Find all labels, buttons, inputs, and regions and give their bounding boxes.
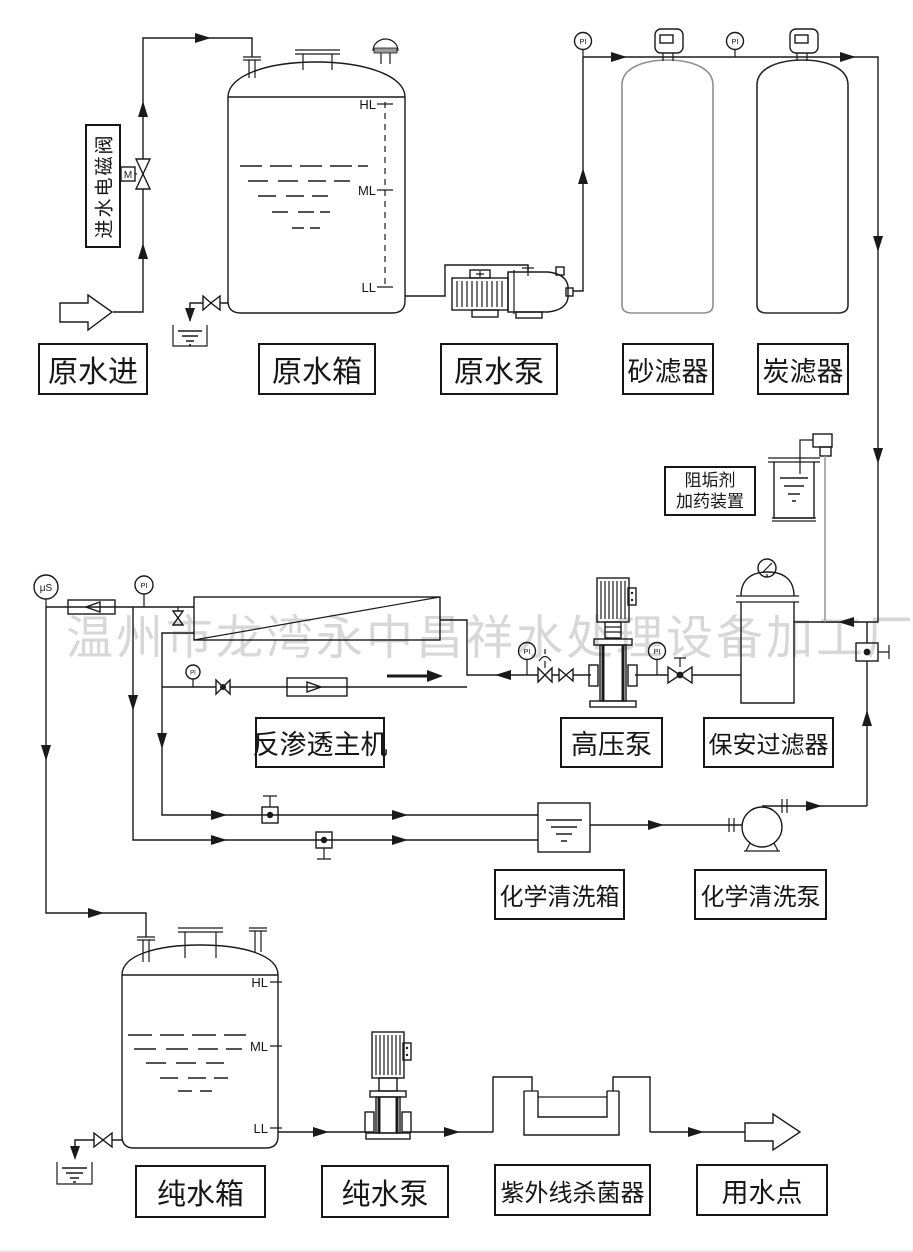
label-chemical-cleaning-pump: 化学清洗泵 bbox=[694, 869, 827, 920]
hp-discharge-valve-symbol bbox=[558, 667, 574, 683]
pure-tank-ll-mark: LL bbox=[254, 1121, 268, 1136]
flow-indicator-symbol bbox=[286, 677, 348, 697]
svg-text:PI: PI bbox=[653, 647, 660, 656]
label-security-filter: 保安过滤器 bbox=[703, 717, 834, 768]
pure-water-pump-symbol bbox=[364, 1031, 412, 1140]
label-chemical-cleaning-tank: 化学清洗箱 bbox=[494, 869, 625, 920]
flush-valve-symbol bbox=[215, 678, 231, 696]
pressure-gauge-between-filters: PI bbox=[725, 31, 745, 57]
pressure-gauge-permeate: PI bbox=[134, 575, 154, 607]
svg-text:PI: PI bbox=[731, 37, 738, 46]
antiscalant-dosing-device-symbol bbox=[768, 433, 833, 622]
raw-water-pump-symbol bbox=[451, 265, 574, 319]
label-pure-water-tank: 纯水箱 bbox=[135, 1165, 266, 1218]
chemical-cleaning-tank-symbol bbox=[537, 802, 591, 853]
water-use-point-arrow-icon bbox=[744, 1112, 802, 1152]
label-inlet-solenoid-valve: 进水电磁阀 bbox=[85, 124, 121, 248]
pure-tank-drain-valve-symbol bbox=[93, 1131, 113, 1149]
permeate-return-valve-symbol bbox=[315, 831, 333, 860]
cleaning-riser-valve-symbol bbox=[855, 642, 890, 662]
watermark-text: 温州市龙湾永中昌祥水处理设备加工厂 bbox=[66, 613, 913, 665]
label-raw-water-tank: 原水箱 bbox=[258, 343, 376, 395]
high-pressure-pump-symbol bbox=[588, 577, 638, 708]
hp-relief-valve-symbol bbox=[537, 649, 553, 684]
raw-tank-drain-cup-icon bbox=[172, 325, 208, 347]
pressure-gauge-security-outlet: PI bbox=[647, 641, 667, 675]
label-pure-water-pump: 纯水泵 bbox=[321, 1165, 449, 1218]
pressure-gauge-flush-line: PI bbox=[185, 664, 201, 687]
check-valve-symbol bbox=[67, 599, 116, 615]
conductivity-meter-symbol: μS bbox=[33, 574, 59, 607]
pure-tank-ml-mark: ML bbox=[250, 1039, 268, 1054]
label-antiscalant-doser: 阻垢剂 加药装置 bbox=[664, 466, 756, 516]
svg-text:PI: PI bbox=[579, 37, 586, 46]
pure-tank-drain-cup-icon bbox=[56, 1162, 93, 1185]
security-filter-outlet-valve-symbol bbox=[667, 657, 693, 685]
label-carbon-filter: 炭滤器 bbox=[757, 343, 849, 395]
raw-water-inlet-arrow-icon bbox=[59, 293, 114, 332]
ro-membrane-symbol bbox=[193, 596, 441, 641]
inlet-solenoid-valve-symbol: M bbox=[120, 158, 152, 190]
svg-text:PI: PI bbox=[523, 647, 530, 656]
carbon-filter-symbol bbox=[756, 28, 849, 314]
solenoid-m-label: M bbox=[124, 170, 132, 181]
label-uv-sterilizer: 紫外线杀菌器 bbox=[494, 1164, 651, 1216]
raw-tank-ml-mark: ML bbox=[358, 183, 376, 198]
raw-water-tank-symbol: HL ML LL bbox=[227, 38, 406, 314]
raw-tank-ll-mark: LL bbox=[362, 280, 376, 295]
label-high-pressure-pump: 高压泵 bbox=[560, 717, 663, 768]
pure-water-tank-symbol: HL ML LL bbox=[121, 927, 282, 1149]
label-ro-main-unit: 反渗透主机 bbox=[253, 717, 388, 768]
label-raw-water-in: 原水进 bbox=[38, 343, 148, 395]
label-raw-water-pump: 原水泵 bbox=[440, 343, 558, 395]
raw-tank-drain-valve-symbol bbox=[202, 294, 221, 312]
flow-arrows bbox=[41, 33, 883, 1160]
svg-text:PI: PI bbox=[190, 671, 196, 677]
security-filter-symbol bbox=[736, 558, 799, 704]
label-water-use-point: 用水点 bbox=[696, 1164, 828, 1216]
uv-sterilizer-symbol bbox=[492, 1076, 651, 1136]
sand-filter-symbol bbox=[621, 28, 714, 314]
pressure-gauge-pump-discharge: PI bbox=[573, 31, 593, 57]
svg-text:μS: μS bbox=[40, 583, 53, 594]
chemical-cleaning-pump-symbol bbox=[728, 799, 788, 852]
concentrate-drain-valve-symbol bbox=[261, 795, 279, 824]
piping-lines bbox=[45, 37, 879, 1156]
pressure-gauge-hp-discharge: PI bbox=[517, 641, 537, 675]
pure-tank-hl-mark: HL bbox=[251, 975, 268, 990]
sampling-valve-symbol bbox=[171, 607, 185, 626]
label-sand-filter: 砂滤器 bbox=[622, 343, 714, 395]
raw-tank-hl-mark: HL bbox=[359, 97, 376, 112]
svg-text:PI: PI bbox=[140, 581, 147, 590]
